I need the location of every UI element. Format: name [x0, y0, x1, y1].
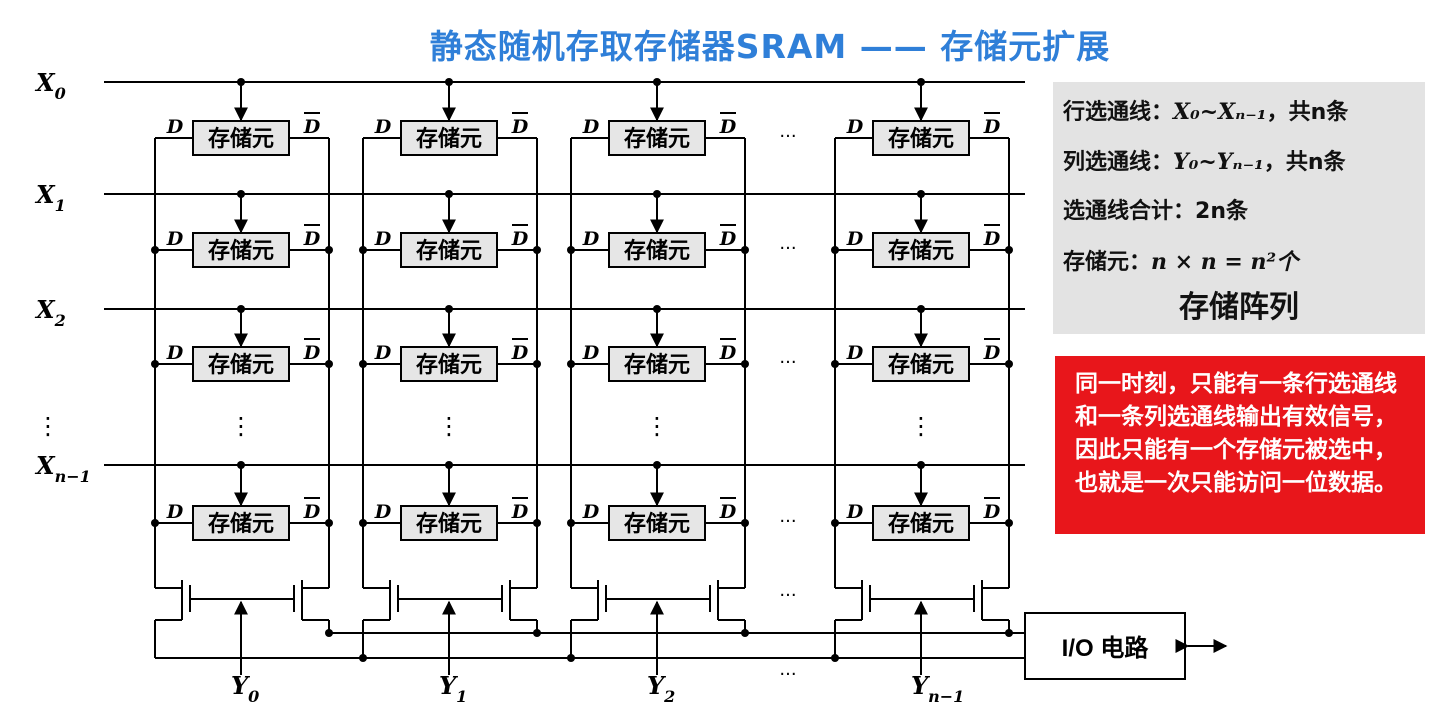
- dbar-label: D: [303, 501, 321, 523]
- d-label: D: [846, 342, 864, 364]
- io-circuit: I/O 电路: [1024, 612, 1228, 680]
- column-label: Y2: [647, 671, 675, 704]
- vertical-ellipsis: ⋮: [645, 412, 669, 440]
- row-lines-info: 行选通线：X₀~Xₙ₋₁，共n条: [1063, 90, 1415, 140]
- page-title: 静态随机存取存储器SRAM —— 存储元扩展: [0, 20, 1444, 68]
- storage-cell-label: 存储元: [888, 511, 954, 536]
- dbar-label: D: [983, 342, 1001, 364]
- d-label: D: [374, 342, 392, 364]
- dbar-label: D: [983, 228, 1001, 250]
- horizontal-ellipsis: ···: [779, 352, 796, 373]
- horizontal-ellipsis: ···: [779, 126, 796, 147]
- horizontal-ellipsis: ···: [779, 238, 796, 259]
- storage-cell-label: 存储元: [208, 352, 274, 377]
- storage-cell-label: 存储元: [208, 511, 274, 536]
- dbar-label: D: [719, 501, 737, 523]
- dbar-label: D: [303, 228, 321, 250]
- total-lines-label: 选通线合计：: [1063, 199, 1196, 224]
- row-lines-label: 行选通线：: [1063, 100, 1174, 125]
- array-footer: 存储阵列: [1179, 290, 1299, 325]
- cells-label: 存储元：: [1063, 250, 1152, 275]
- storage-cell: [608, 120, 706, 156]
- column-label: Y0: [231, 671, 259, 704]
- storage-cell-label: 存储元: [624, 352, 690, 377]
- row-lines-count: ，共n条: [1266, 100, 1349, 125]
- horizontal-ellipsis: ···: [779, 664, 796, 685]
- d-label: D: [846, 228, 864, 250]
- vertical-ellipsis: ⋮: [437, 412, 461, 440]
- dbar-label: D: [511, 116, 529, 138]
- storage-cell-label: 存储元: [416, 238, 482, 263]
- info-panel: 行选通线：X₀~Xₙ₋₁，共n条 列选通线：Y₀~Yₙ₋₁，共n条 选通线合计：…: [1053, 82, 1425, 334]
- storage-cell: [400, 120, 498, 156]
- d-label: D: [374, 116, 392, 138]
- d-label: D: [166, 116, 184, 138]
- vertical-ellipsis: ⋮: [909, 412, 933, 440]
- dbar-label: D: [719, 228, 737, 250]
- row-label: X1: [34, 180, 66, 215]
- total-lines-value: 2n条: [1195, 199, 1248, 224]
- cells-formula: n × n = n²个: [1151, 249, 1299, 275]
- dbar-label: D: [303, 116, 321, 138]
- storage-cell-label: 存储元: [624, 126, 690, 151]
- storage-cell-label: 存储元: [624, 511, 690, 536]
- dbar-label: D: [983, 116, 1001, 138]
- d-label: D: [166, 501, 184, 523]
- col-lines-info: 列选通线：Y₀~Yₙ₋₁，共n条: [1063, 140, 1415, 190]
- dbar-label: D: [511, 342, 529, 364]
- d-label: D: [166, 342, 184, 364]
- d-label: D: [846, 116, 864, 138]
- storage-cell: [872, 232, 970, 268]
- col-lines-count: ，共n条: [1263, 150, 1346, 175]
- storage-cell-label: 存储元: [416, 352, 482, 377]
- io-label: I/O 电路: [1062, 634, 1150, 662]
- horizontal-ellipsis: ···: [779, 511, 796, 532]
- dbar-label: D: [719, 342, 737, 364]
- column-label: Yn−1: [911, 671, 964, 704]
- storage-cell-label: 存储元: [208, 238, 274, 263]
- storage-cell-label: 存储元: [888, 238, 954, 263]
- storage-cell: [872, 120, 970, 156]
- dbar-label: D: [511, 501, 529, 523]
- storage-cell: [872, 346, 970, 382]
- d-label: D: [582, 116, 600, 138]
- storage-cell-label: 存储元: [208, 126, 274, 151]
- row-label: X0: [34, 68, 66, 103]
- note-box: 同一时刻，只能有一条行选通线和一条列选通线输出有效信号，因此只能有一个存储元被选…: [1055, 356, 1425, 534]
- title-text: 静态随机存取存储器SRAM —— 存储元扩展: [429, 27, 1111, 66]
- horizontal-ellipsis: ···: [779, 585, 796, 606]
- d-label: D: [374, 228, 392, 250]
- d-label: D: [374, 501, 392, 523]
- row-lines-formula: X₀~Xₙ₋₁: [1173, 99, 1267, 125]
- dbar-label: D: [303, 342, 321, 364]
- row-label: Xn−1: [34, 451, 91, 486]
- dbar-label: D: [983, 501, 1001, 523]
- d-label: D: [846, 501, 864, 523]
- storage-cell-label: 存储元: [416, 126, 482, 151]
- total-lines-info: 选通线合计：2n条: [1063, 190, 1415, 240]
- d-label: D: [582, 342, 600, 364]
- col-lines-label: 列选通线：: [1063, 150, 1174, 175]
- storage-cell-label: 存储元: [888, 352, 954, 377]
- storage-cell-label: 存储元: [624, 238, 690, 263]
- d-label: D: [582, 228, 600, 250]
- d-label: D: [582, 501, 600, 523]
- column-label: Y1: [439, 671, 467, 704]
- storage-cell-label: 存储元: [888, 126, 954, 151]
- cells-info: 存储元：n × n = n²个: [1063, 240, 1415, 290]
- row-label: X2: [34, 295, 66, 330]
- dbar-label: D: [511, 228, 529, 250]
- col-lines-formula: Y₀~Yₙ₋₁: [1173, 149, 1264, 175]
- vertical-ellipsis: ⋮: [36, 412, 60, 440]
- dbar-label: D: [719, 116, 737, 138]
- d-label: D: [166, 228, 184, 250]
- vertical-ellipsis: ⋮: [229, 412, 253, 440]
- storage-cell-label: 存储元: [416, 511, 482, 536]
